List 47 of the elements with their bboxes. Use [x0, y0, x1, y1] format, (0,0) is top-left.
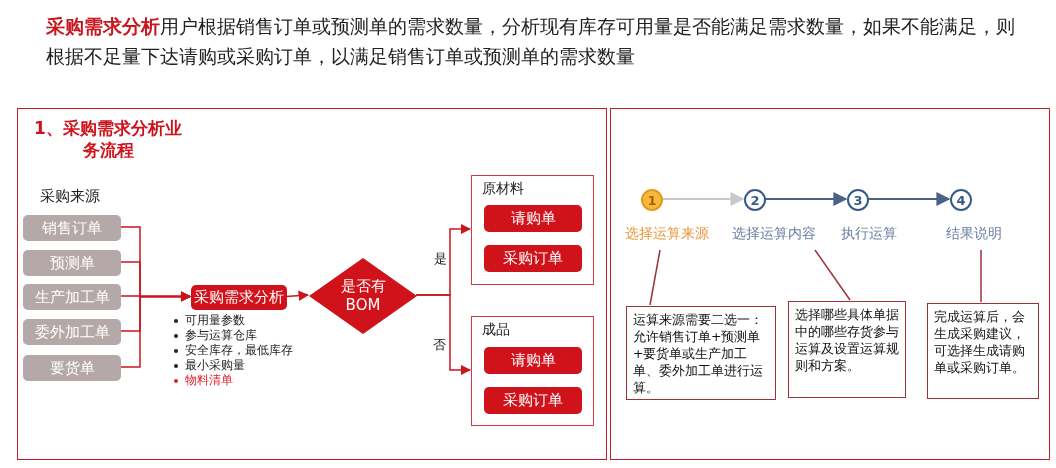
step-circle: 1 [641, 189, 663, 211]
step-circle: 3 [847, 189, 869, 211]
step-circle: 2 [744, 189, 766, 211]
group-heading: 采购来源 [40, 187, 100, 206]
edge-label: 是 [432, 250, 449, 268]
bullet-item: 可用量参数 [185, 313, 245, 327]
page-title: 采购需求分析用户根据销售订单或预测单的需求数量，分析现有库存可用量是否能满足需求数量，如果不能满足，则根据不足量下达请购或采购订单，以满足销售订单或预测单的需求数量 [46, 15, 1016, 69]
step-label: 结果说明 [946, 225, 1002, 243]
panel-frame [610, 108, 1050, 460]
group-title: 原材料 [482, 180, 524, 198]
step-label: 选择运算来源 [625, 225, 709, 243]
arrow [867, 192, 951, 206]
arrow [764, 192, 848, 206]
bullet-item: 物料清单 [185, 373, 233, 387]
source-box: 委外加工单 [23, 319, 121, 345]
decision-diamond: 是否有 BOM [309, 258, 417, 334]
group-frame [471, 175, 594, 285]
source-box: 要货单 [23, 355, 121, 381]
arrow [285, 290, 310, 301]
step-label: 选择运算内容 [732, 225, 816, 243]
bullet-item: 参与运算仓库 [185, 328, 257, 342]
bullet-item: 安全库存，最低库存 [185, 343, 293, 357]
document-box: 采购订单 [484, 245, 582, 272]
group-frame [471, 316, 594, 426]
panel-frame [17, 108, 607, 460]
leader-line [980, 249, 982, 303]
document-box: 请购单 [484, 205, 582, 232]
step-label: 执行运算 [841, 225, 897, 243]
edge-label: 否 [431, 336, 448, 354]
note-box: 选择哪些具体单据中的哪些存货参与运算及设置运算规则和方案。 [788, 301, 906, 398]
note-box: 运算来源需要二选一：允许销售订单+预测单+要货单或生产加工单、委外加工单进行运算。 [626, 306, 776, 400]
leader-line [649, 249, 661, 306]
document-box: 采购订单 [484, 387, 582, 414]
arrow [119, 291, 192, 368]
source-box: 生产加工单 [23, 284, 121, 310]
arrow [661, 192, 745, 206]
arrow [415, 294, 472, 376]
document-box: 请购单 [484, 347, 582, 374]
step-circle: 4 [950, 189, 972, 211]
source-box: 销售订单 [23, 215, 121, 241]
source-box: 预测单 [23, 250, 121, 276]
group-title: 成品 [482, 321, 510, 339]
bullet-item: 最小采购量 [185, 358, 245, 372]
note-box: 完成运算后，会生成采购建议，可选择生成请购单或采购订单。 [927, 303, 1039, 399]
leader-line [814, 249, 851, 301]
document-box: 采购需求分析 [191, 285, 287, 310]
panel-title: 1、采购需求分析业务流程 [33, 117, 183, 161]
